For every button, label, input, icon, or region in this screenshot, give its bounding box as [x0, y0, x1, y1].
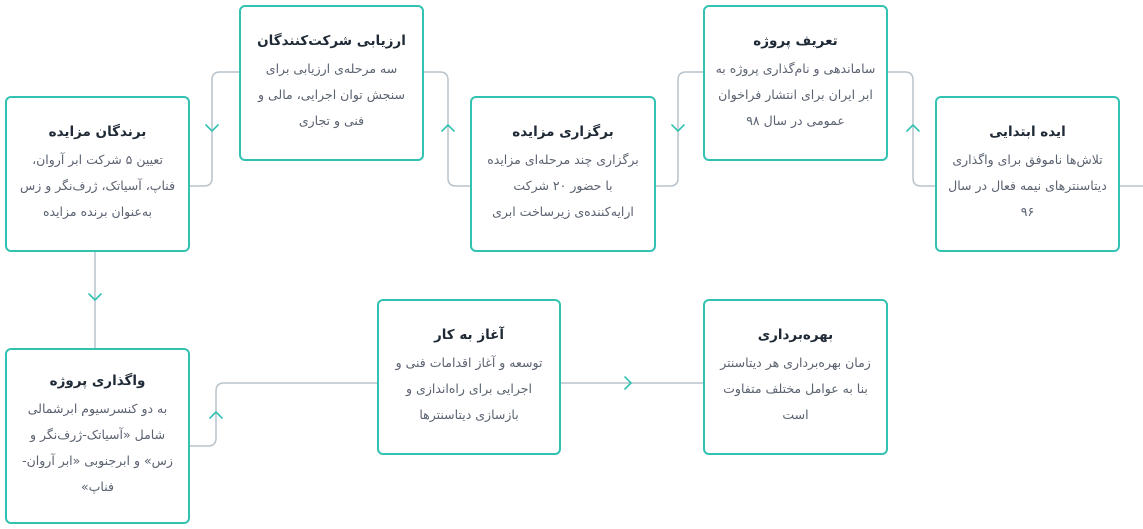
- arrow-down-icon: [671, 124, 685, 132]
- arrow-up-icon: [209, 411, 223, 419]
- node-title: برگزاری مزایده: [512, 123, 614, 140]
- node-title: ارزیابی شرکت‌کنندگان: [257, 32, 406, 49]
- arrow-down-icon: [205, 124, 219, 132]
- connector-line: [887, 71, 935, 187]
- node-participant-evaluation: ارزیابی شرکت‌کنندگان سه مرحله‌ی ارزیابی …: [239, 5, 424, 161]
- node-description: به دو کنسرسیوم ابرشمالی شامل «آسیاتک-ژرف…: [22, 400, 173, 494]
- connector-line: [189, 71, 239, 187]
- node-title: بهره‌برداری: [757, 326, 834, 343]
- connector-line: [655, 71, 703, 187]
- node-auction-winners: برندگان مزایده تعیین ۵ شرکت ابر آروان، ف…: [5, 96, 190, 252]
- node-title: واگذاری پروژه: [49, 372, 146, 389]
- connector-line: [189, 382, 377, 447]
- node-title: برندگان مزایده: [48, 123, 147, 140]
- node-description: برگزاری چند مرحله‌ای مزایده با حضور ۲۰ ش…: [487, 151, 639, 219]
- node-project-assignment: واگذاری پروژه به دو کنسرسیوم ابرشمالی شا…: [5, 348, 190, 524]
- node-initial-idea: ایده ابتدایی تلاش‌ها ناموفق برای واگذاری…: [935, 96, 1120, 252]
- node-title: تعریف پروژه: [753, 32, 838, 49]
- arrow-up-icon: [441, 124, 455, 132]
- node-description: توسعه و آغاز اقدامات فنی و اجرایی برای ر…: [395, 354, 543, 422]
- node-operation: بهره‌برداری زمان بهره‌برداری هر دیتاسنتر…: [703, 299, 888, 455]
- arrow-up-icon: [906, 124, 920, 132]
- node-title: آغاز به کار: [433, 326, 505, 343]
- node-description: ساماندهی و نام‌گذاری پروژه به ابر ایران …: [715, 60, 876, 128]
- node-description: سه مرحله‌ی ارزیابی برای سنجش توان اجرایی…: [257, 60, 405, 128]
- node-description: تلاش‌ها ناموفق برای واگذاری دیتاسنترهای …: [948, 151, 1107, 219]
- node-auction-holding: برگزاری مزایده برگزاری چند مرحله‌ای مزای…: [470, 96, 656, 252]
- node-title: ایده ابتدایی: [989, 123, 1066, 140]
- node-start-work: آغاز به کار توسعه و آغاز اقدامات فنی و ا…: [377, 299, 561, 455]
- arrow-down-icon: [88, 293, 102, 301]
- node-description: تعیین ۵ شرکت ابر آروان، فناپ، آسیاتک، ژر…: [19, 151, 176, 219]
- connector-line: [423, 71, 470, 187]
- node-project-definition: تعریف پروژه ساماندهی و نام‌گذاری پروژه ب…: [703, 5, 888, 161]
- arrow-right-icon: [624, 376, 632, 390]
- node-description: زمان بهره‌برداری هر دیتاسنتر بنا به عوام…: [720, 354, 871, 422]
